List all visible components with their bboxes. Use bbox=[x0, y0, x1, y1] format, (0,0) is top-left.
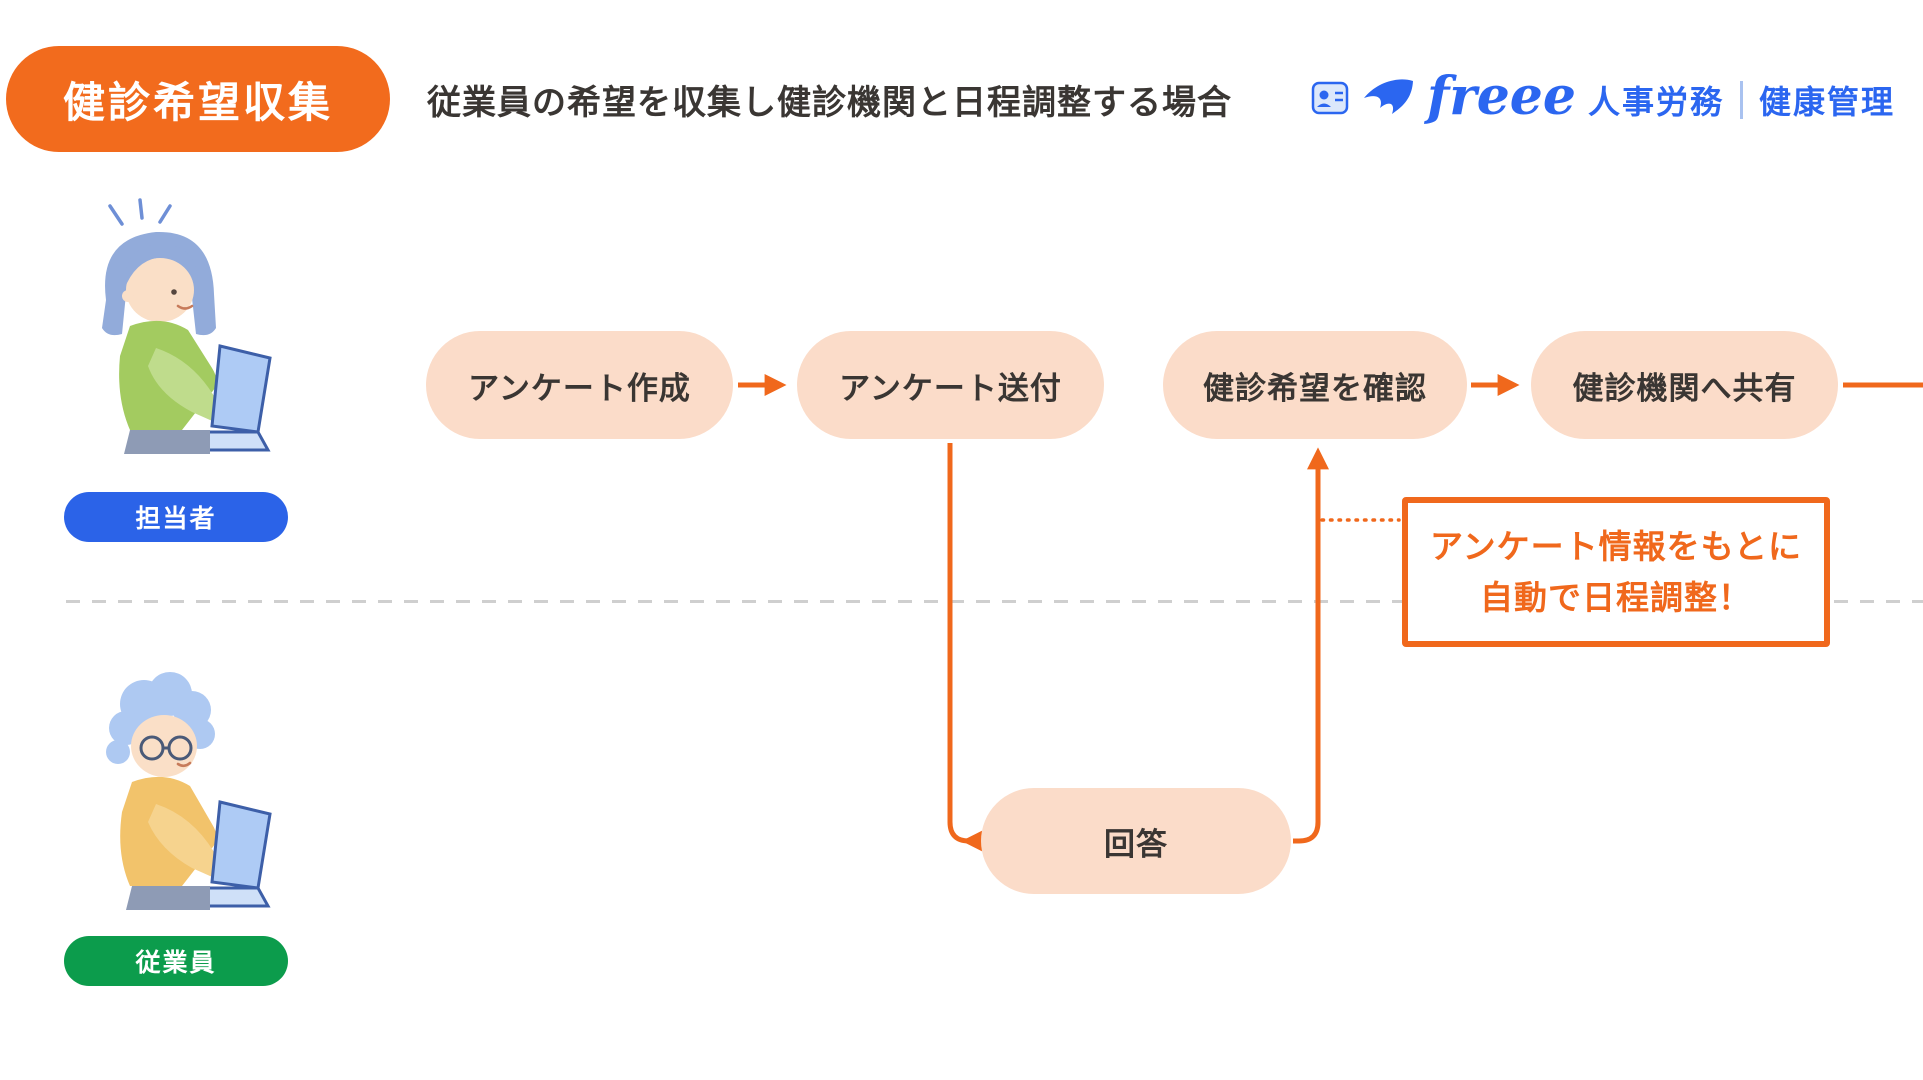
node-send-survey: アンケート送付 bbox=[797, 331, 1104, 439]
page-title-badge: 健診希望収集 bbox=[6, 46, 390, 152]
brand-logo-group: freee 人事労務 健康管理 bbox=[1311, 60, 1895, 140]
manager-lane-label: 担当者 bbox=[135, 505, 217, 533]
callout-line-1: アンケート情報をもとに bbox=[1429, 527, 1803, 565]
auto-schedule-callout: アンケート情報をもとに 自動で日程調整！ bbox=[1402, 497, 1830, 647]
employee-lane-badge: 従業員 bbox=[64, 936, 288, 986]
freee-swallow-icon bbox=[1361, 78, 1415, 123]
logo-divider bbox=[1739, 81, 1743, 119]
page-title: 健診希望収集 bbox=[62, 78, 333, 126]
lane-divider bbox=[66, 600, 1923, 603]
logo-module-name: 健康管理 bbox=[1758, 84, 1895, 120]
node-share-institution: 健診機関へ共有 bbox=[1531, 331, 1838, 439]
node-share-institution-label: 健診機関へ共有 bbox=[1572, 370, 1797, 406]
freee-wordmark: freee bbox=[1426, 66, 1576, 127]
callout-line-2: 自動で日程調整！ bbox=[1480, 579, 1752, 616]
node-create-survey-label: アンケート作成 bbox=[468, 370, 691, 406]
node-send-survey-label: アンケート送付 bbox=[839, 370, 1062, 406]
node-answer: 回答 bbox=[981, 788, 1291, 894]
employee-lane-label: 従業員 bbox=[135, 949, 217, 977]
node-answer-label: 回答 bbox=[1104, 826, 1168, 862]
node-confirm-preference: 健診希望を確認 bbox=[1163, 331, 1467, 439]
manager-lane-badge: 担当者 bbox=[64, 492, 288, 542]
node-confirm-preference-label: 健診希望を確認 bbox=[1203, 370, 1427, 406]
employee-illustration bbox=[58, 652, 290, 936]
manager-illustration bbox=[58, 196, 290, 480]
logo-product-name: 人事労務 bbox=[1587, 84, 1724, 120]
hr-product-icon bbox=[1311, 79, 1349, 122]
page-subtitle: 従業員の希望を収集し健診機関と日程調整する場合 bbox=[427, 83, 1232, 122]
node-create-survey: アンケート作成 bbox=[426, 331, 733, 439]
